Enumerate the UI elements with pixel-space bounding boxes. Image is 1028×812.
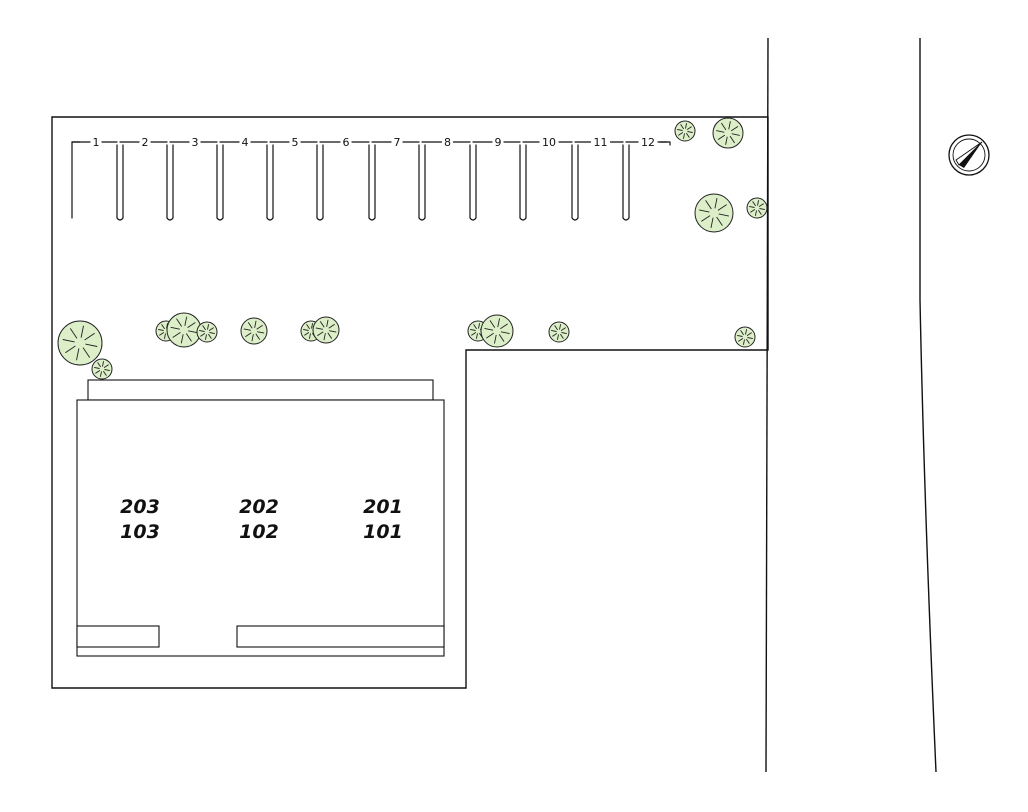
stall-number-5: 5 [292, 136, 299, 149]
tree-icon [734, 326, 756, 348]
unit-label-103: 103 [120, 521, 160, 543]
stall-divider [266, 144, 274, 221]
tree-icon [746, 197, 768, 219]
stall-number-4: 4 [242, 136, 249, 149]
building-footprint [76, 399, 445, 657]
unit-label-201: 201 [363, 496, 403, 518]
stall-number-11: 11 [594, 136, 608, 149]
tree-icon [694, 193, 734, 233]
tree-icon [480, 314, 514, 348]
trees [57, 117, 768, 380]
tree-icon [91, 358, 113, 380]
compass-north-icon [948, 134, 990, 176]
stall-number-10: 10 [542, 136, 556, 149]
tree-icon [674, 120, 696, 142]
building-entry-right [236, 625, 445, 648]
stall-divider [116, 144, 124, 221]
tree-icon [166, 312, 202, 348]
stall-divider [166, 144, 174, 221]
tree-icon [548, 321, 570, 343]
stall-divider [216, 144, 224, 221]
stall-number-9: 9 [495, 136, 502, 149]
stall-divider [571, 144, 579, 221]
unit-label-202: 202 [239, 496, 279, 518]
tree-icon [196, 321, 218, 343]
tree-icon [712, 117, 744, 149]
stall-number-2: 2 [142, 136, 149, 149]
stall-number-1: 1 [93, 136, 100, 149]
stall-number-12: 12 [641, 136, 655, 149]
tree-icon [240, 317, 268, 345]
building-entry-left [76, 625, 160, 648]
stall-divider [368, 144, 376, 221]
stall-number-6: 6 [343, 136, 350, 149]
unit-label-102: 102 [239, 521, 279, 543]
unit-label-203: 203 [120, 496, 160, 518]
stall-divider [71, 141, 81, 219]
stall-divider [622, 144, 630, 221]
stall-divider [469, 144, 477, 221]
stall-number-8: 8 [444, 136, 451, 149]
site-boundary [51, 116, 769, 689]
tree-icon [57, 320, 103, 366]
stall-divider [519, 144, 527, 221]
stall-number-7: 7 [394, 136, 401, 149]
stall-divider [316, 144, 324, 221]
stall-rail-end [659, 141, 671, 146]
stall-number-3: 3 [192, 136, 199, 149]
stall-divider [418, 144, 426, 221]
tree-icon [312, 316, 340, 344]
building-balcony [87, 379, 434, 401]
unit-label-101: 101 [363, 521, 403, 543]
road-edge-right [919, 38, 937, 773]
